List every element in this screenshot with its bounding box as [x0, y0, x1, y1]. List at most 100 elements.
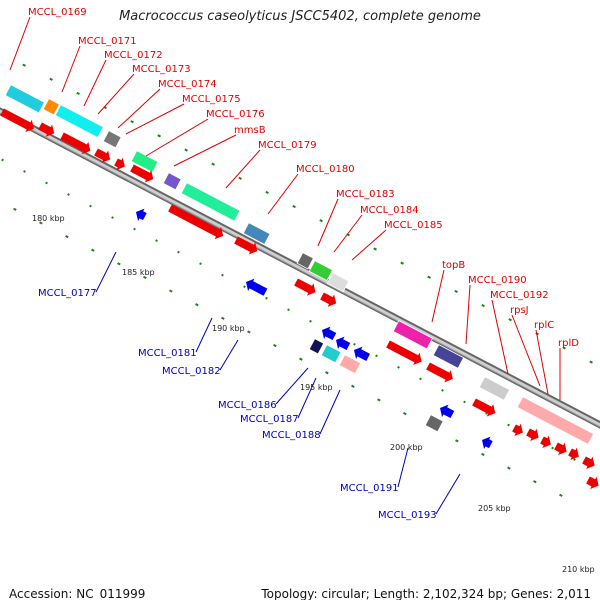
tick-mark-inner	[441, 389, 444, 392]
backbone-shadow	[0, 112, 600, 428]
tick-mark-inner	[551, 446, 554, 450]
gene-label-reverse: MCCL_0177	[38, 288, 97, 299]
feature-block	[130, 150, 159, 173]
forward-gene-arrow	[540, 435, 551, 449]
tick-mark-inner-far	[403, 412, 407, 416]
leader-line	[317, 198, 339, 247]
forward-gene-arrow	[586, 476, 599, 489]
tick-mark-inner-far	[247, 330, 251, 334]
forward-gene-arrow	[38, 122, 55, 137]
forward-gene-arrow	[472, 398, 496, 417]
leader-line	[319, 389, 341, 435]
tick-mark-inner-far	[481, 452, 485, 457]
reverse-gene-arrow	[322, 326, 337, 341]
gene-label-forward: MCCL_0190	[468, 275, 527, 286]
forward-gene-arrow	[0, 108, 34, 133]
tick-mark-inner	[1, 158, 4, 162]
forward-gene-arrow	[130, 164, 154, 183]
tick-label: 185 kbp	[122, 268, 155, 277]
tick-label: 210 kbp	[562, 565, 595, 574]
forward-gene-arrow	[94, 148, 111, 163]
tick-mark-inner-far	[169, 289, 173, 293]
tick-mark-inner-far	[143, 275, 147, 280]
tick-mark-inner	[243, 285, 246, 289]
tick-mark-outer	[292, 204, 296, 209]
leader-line	[275, 367, 309, 405]
leader-line	[173, 134, 237, 167]
feature-blocks	[4, 84, 595, 445]
feature-block	[392, 320, 433, 350]
label-leader-lines	[9, 16, 561, 515]
feature-block	[308, 338, 325, 355]
tick-mark-inner-far	[221, 316, 225, 320]
forward-gene-arrow	[294, 278, 316, 296]
feature-block-rect	[4, 84, 45, 114]
leader-line	[225, 149, 261, 189]
gene-label-forward: MCCL_0172	[104, 50, 163, 61]
tick-mark-outer	[76, 91, 80, 96]
leader-line	[195, 317, 213, 353]
leader-line	[145, 118, 209, 157]
feature-block-rect	[130, 150, 159, 173]
leader-line	[267, 173, 299, 215]
tick-mark-outer	[373, 247, 377, 251]
forward-gene-arrow	[60, 132, 91, 155]
feature-block-rect	[392, 320, 433, 350]
reverse-gene-arrow	[354, 346, 371, 361]
tick-mark-inner-far	[533, 480, 537, 484]
tick-mark-inner-far	[325, 371, 329, 375]
tick-mark-outer	[481, 303, 485, 308]
tick-mark-inner-far	[117, 262, 121, 266]
tick-mark-inner-far	[351, 384, 355, 388]
feature-block-rect	[54, 104, 104, 139]
tick-mark-outer	[400, 261, 404, 265]
tick-mark-inner	[485, 412, 488, 415]
tick-mark-outer	[184, 148, 188, 152]
forward-gene-arrow	[526, 428, 539, 441]
forward-gene-arrow	[472, 398, 496, 417]
gene-label-reverse: MCCL_0191	[340, 483, 399, 494]
reverse-gene-arrow	[336, 336, 351, 351]
tick-label: 200 kbp	[390, 443, 423, 452]
gene-label-forward: MCCL_0171	[78, 36, 137, 47]
feature-block-rect	[320, 344, 342, 364]
forward-gene-arrow	[320, 292, 337, 307]
feature-block-rect	[162, 172, 182, 191]
tick-mark-outer	[22, 63, 26, 67]
forward-gene-arrow	[426, 362, 453, 383]
tick-mark-inner-far	[13, 207, 17, 211]
feature-block-rect	[102, 130, 122, 149]
tick-mark-inner	[111, 216, 114, 219]
feature-block	[432, 344, 465, 369]
leader-line	[61, 45, 81, 93]
feature-block-rect	[326, 272, 350, 293]
reverse-gene-arrow	[482, 436, 493, 449]
feature-block	[326, 272, 350, 293]
gene-label-forward: MCCL_0174	[158, 79, 217, 90]
gene-label-forward: rpsJ	[510, 305, 529, 316]
tick-mark-outer	[562, 346, 566, 350]
feature-block-rect	[432, 344, 465, 369]
gene-label-forward: rplD	[558, 338, 579, 349]
tick-mark-inner	[133, 227, 136, 231]
forward-gene-arrow	[568, 447, 579, 461]
tick-mark-inner	[463, 400, 466, 404]
tick-mark-inner	[155, 239, 158, 242]
reverse-gene-arrow	[354, 346, 371, 361]
gene-label-reverse: MCCL_0188	[262, 430, 321, 441]
tick-mark-outer	[454, 289, 458, 293]
feature-block	[54, 104, 104, 139]
leader-line	[491, 299, 509, 375]
forward-gene-arrow	[130, 164, 154, 183]
gene-label-forward: MCCL_0192	[490, 290, 549, 301]
tick-mark-inner-far	[195, 303, 199, 307]
tick-mark-inner	[177, 250, 180, 254]
forward-gene-arrow	[568, 447, 579, 461]
forward-gene-arrow	[582, 456, 595, 469]
feature-block-rect	[478, 376, 511, 401]
gene-label-reverse: MCCL_0187	[240, 414, 299, 425]
leader-line	[219, 339, 239, 371]
forward-gene-arrow	[586, 476, 599, 489]
forward-gene-arrow	[60, 132, 91, 155]
